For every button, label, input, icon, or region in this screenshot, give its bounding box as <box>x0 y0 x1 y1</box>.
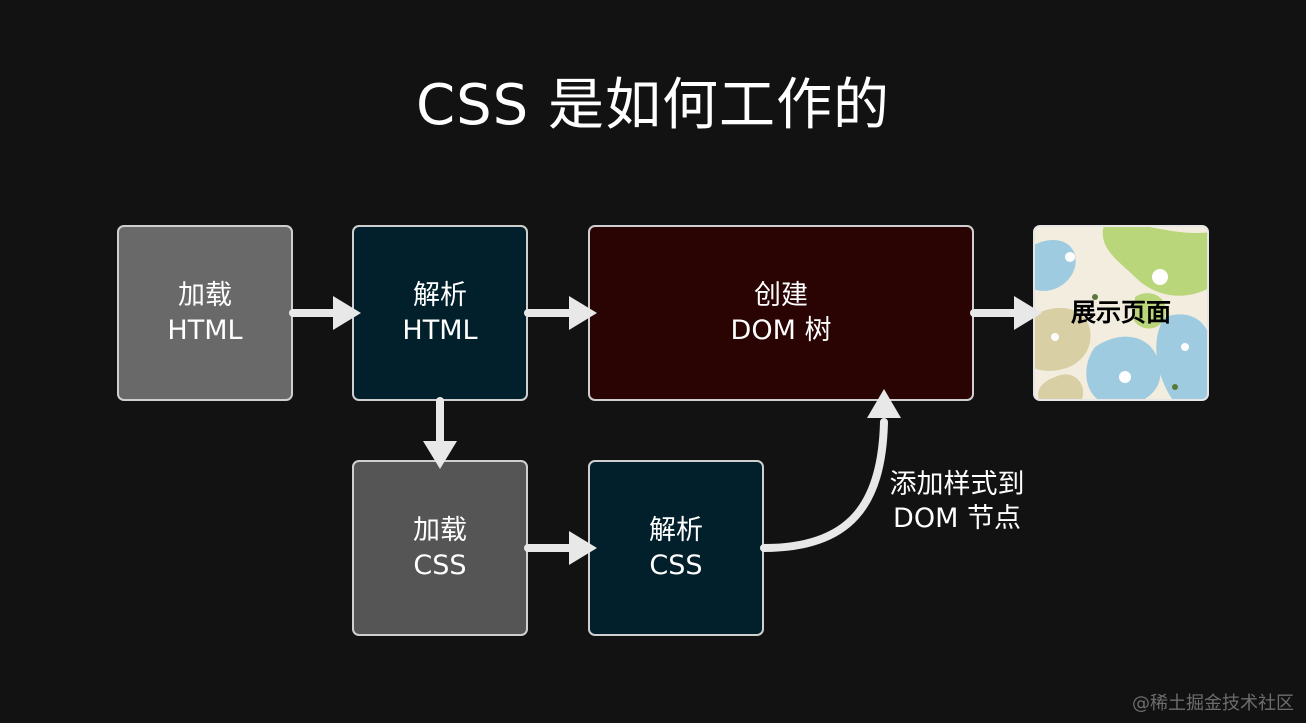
watermark: @稀土掘金技术社区 <box>1132 693 1294 714</box>
arrow-parse-css-to-dom <box>760 418 888 552</box>
parse-html-line1: 解析 <box>413 280 467 311</box>
load-css-line2: CSS <box>413 550 467 581</box>
add-style-note: 添加样式到 DOM 节点 <box>882 468 1032 536</box>
add-style-note-line1: 添加样式到 <box>889 469 1025 500</box>
slide-title: CSS 是如何工作的 <box>416 73 890 138</box>
add-style-note-line2: DOM 节点 <box>893 503 1021 534</box>
load-html-box: 加载 HTML <box>117 225 293 401</box>
load-html-line2: HTML <box>167 315 243 346</box>
create-dom-line2: DOM 树 <box>730 315 832 346</box>
create-dom-box: 创建 DOM 树 <box>588 225 974 401</box>
display-page-box: 展示页面 <box>1033 225 1209 401</box>
parse-css-line2: CSS <box>649 550 703 581</box>
page-pattern-image <box>1035 227 1207 399</box>
parse-html-box: 解析 HTML <box>352 225 528 401</box>
parse-css-line1: 解析 <box>649 515 703 546</box>
load-css-line1: 加载 <box>413 515 467 546</box>
load-html-line1: 加载 <box>178 280 232 311</box>
parse-css-box: 解析 CSS <box>588 460 764 636</box>
load-css-box: 加载 CSS <box>352 460 528 636</box>
display-page-label: 展示页面 <box>1070 298 1171 327</box>
parse-html-line2: HTML <box>402 315 478 346</box>
create-dom-line1: 创建 <box>754 280 808 311</box>
